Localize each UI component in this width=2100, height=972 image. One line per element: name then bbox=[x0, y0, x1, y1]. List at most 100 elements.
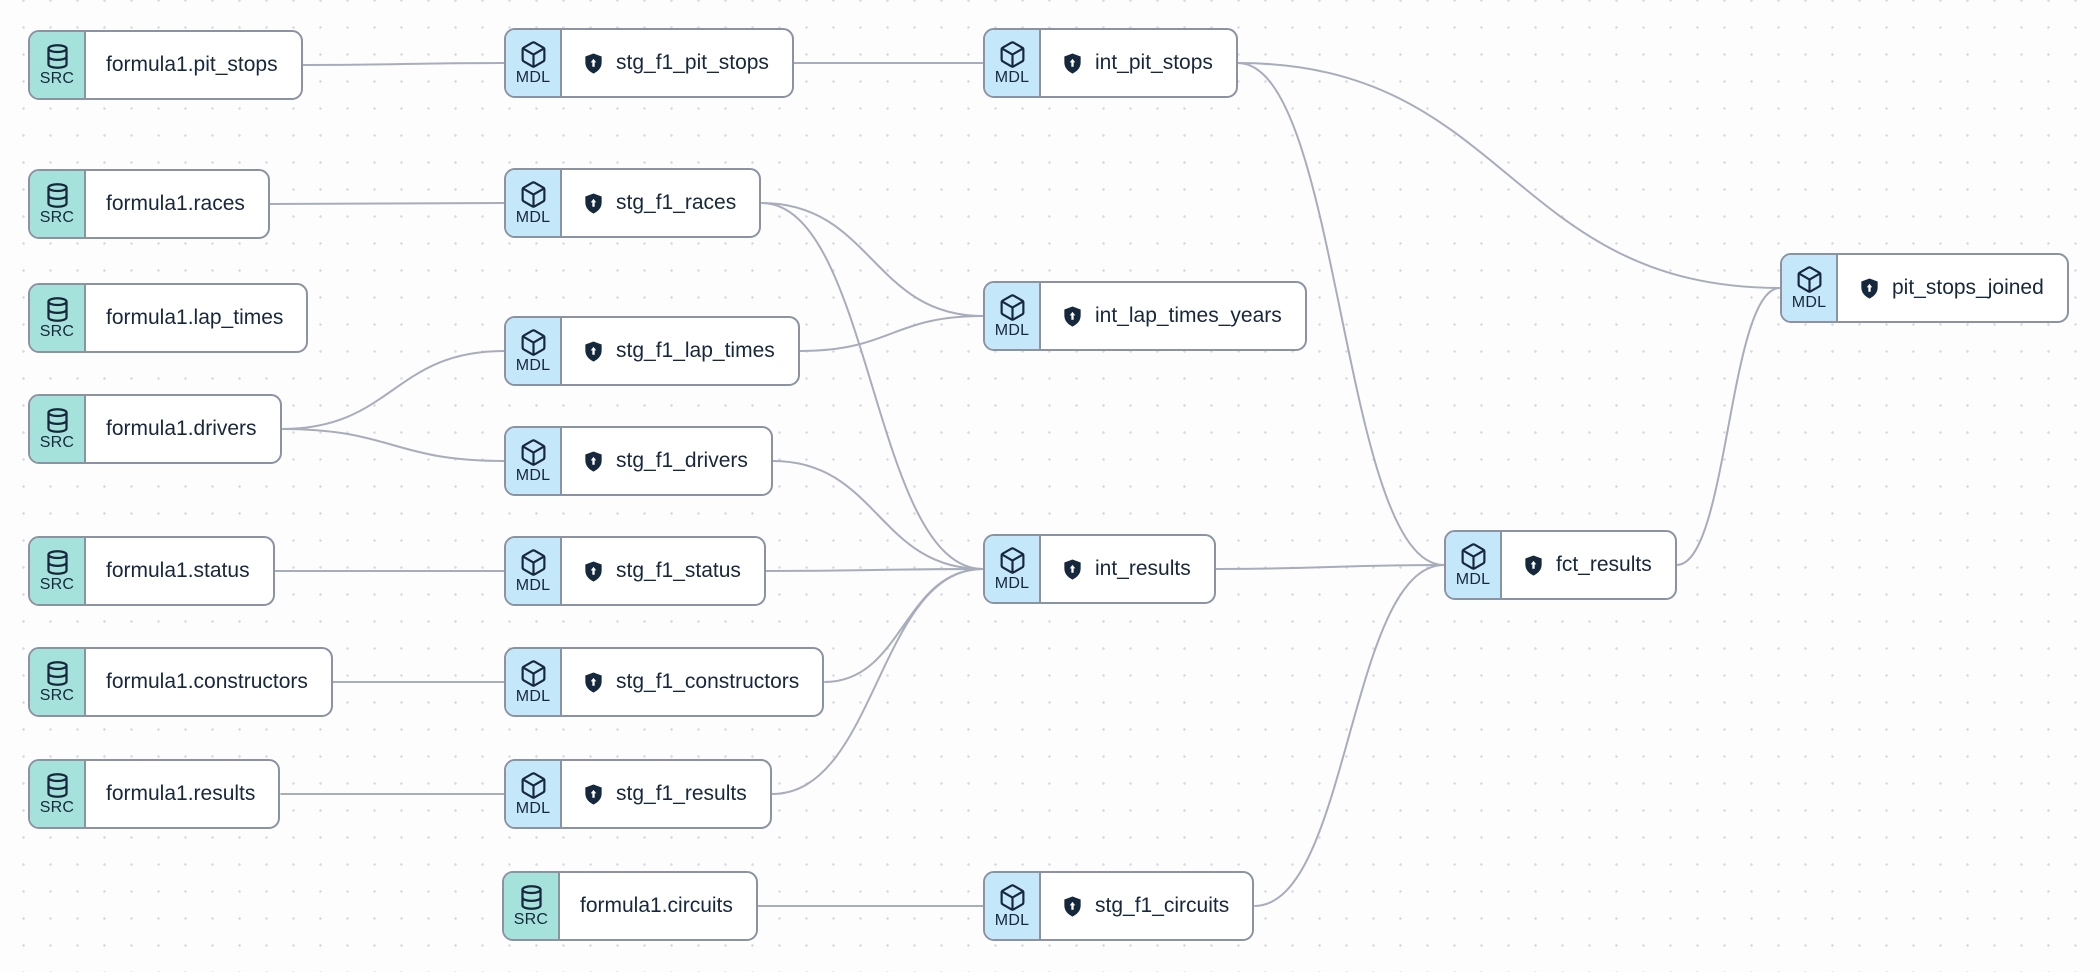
cube-icon bbox=[519, 659, 548, 688]
database-icon bbox=[44, 296, 71, 323]
node-body: formula1.results bbox=[86, 761, 278, 827]
node-label: formula1.constructors bbox=[106, 670, 308, 693]
node-src-constructors[interactable]: SRC formula1.constructors bbox=[28, 647, 333, 717]
node-type-label: MDL bbox=[515, 687, 551, 705]
edge-stg-f1-races-to-int-lap-times-years bbox=[761, 202, 984, 317]
node-type-label: MDL bbox=[515, 799, 551, 817]
node-stg-f1-circuits[interactable]: MDL stg_f1_circuits bbox=[983, 871, 1255, 941]
node-body: stg_f1_status bbox=[562, 538, 764, 604]
shield-icon bbox=[1061, 305, 1084, 328]
node-label: stg_f1_drivers bbox=[616, 449, 748, 472]
node-label: stg_f1_results bbox=[616, 782, 747, 805]
cube-icon bbox=[519, 438, 548, 467]
model-type-badge: MDL bbox=[985, 873, 1041, 939]
edge-stg-f1-drivers-to-int-results bbox=[772, 460, 984, 570]
node-body: formula1.drivers bbox=[86, 396, 280, 462]
node-label: formula1.lap_times bbox=[106, 306, 284, 329]
node-label: stg_f1_lap_times bbox=[616, 339, 775, 362]
cube-icon bbox=[998, 40, 1027, 69]
node-label: formula1.status bbox=[106, 559, 250, 582]
node-type-label: SRC bbox=[39, 322, 75, 340]
node-body: stg_f1_races bbox=[562, 170, 759, 236]
source-type-badge: SRC bbox=[504, 873, 560, 939]
node-stg-f1-results[interactable]: MDL stg_f1_results bbox=[504, 759, 772, 829]
node-type-label: MDL bbox=[515, 576, 551, 594]
model-type-badge: MDL bbox=[985, 536, 1041, 602]
source-type-badge: SRC bbox=[30, 285, 86, 351]
shield-icon bbox=[582, 450, 605, 473]
node-label: int_results bbox=[1095, 557, 1191, 580]
node-src-lap-times[interactable]: SRC formula1.lap_times bbox=[28, 283, 309, 353]
edge-stg-f1-status-to-int-results bbox=[765, 568, 984, 572]
node-stg-f1-constructors[interactable]: MDL stg_f1_constructors bbox=[504, 647, 825, 717]
edge-src-races-to-stg-f1-races bbox=[269, 202, 505, 205]
edge-int-pit-stops-to-pit-stops-joined bbox=[1237, 62, 1781, 289]
database-icon bbox=[44, 407, 71, 434]
cube-icon bbox=[519, 40, 548, 69]
node-int-results[interactable]: MDL int_results bbox=[983, 534, 1216, 604]
node-type-label: MDL bbox=[994, 68, 1030, 86]
shield-icon bbox=[1522, 554, 1545, 577]
cube-icon bbox=[998, 546, 1027, 575]
node-int-pit-stops[interactable]: MDL int_pit_stops bbox=[983, 28, 1238, 98]
node-src-status[interactable]: SRC formula1.status bbox=[28, 536, 275, 606]
edge-src-pit-stops-to-stg-f1-pit-stops bbox=[302, 62, 505, 66]
node-body: formula1.constructors bbox=[86, 649, 331, 715]
node-label: fct_results bbox=[1556, 553, 1652, 576]
node-label: int_pit_stops bbox=[1095, 51, 1213, 74]
cube-icon bbox=[1795, 265, 1824, 294]
node-label: stg_f1_circuits bbox=[1095, 894, 1230, 917]
node-label: int_lap_times_years bbox=[1095, 304, 1282, 327]
shield-icon bbox=[582, 192, 605, 215]
model-type-badge: MDL bbox=[506, 428, 562, 494]
database-icon bbox=[44, 43, 71, 70]
database-icon bbox=[44, 772, 71, 799]
cube-icon bbox=[1459, 542, 1488, 571]
node-stg-f1-status[interactable]: MDL stg_f1_status bbox=[504, 536, 766, 606]
node-body: stg_f1_constructors bbox=[562, 649, 822, 715]
model-type-badge: MDL bbox=[985, 283, 1041, 349]
node-fct-results[interactable]: MDL fct_results bbox=[1444, 530, 1677, 600]
cube-icon bbox=[519, 548, 548, 577]
model-type-badge: MDL bbox=[506, 538, 562, 604]
node-stg-f1-drivers[interactable]: MDL stg_f1_drivers bbox=[504, 426, 773, 496]
node-body: stg_f1_results bbox=[562, 761, 770, 827]
edge-stg-f1-races-to-int-results bbox=[761, 202, 984, 570]
shield-icon bbox=[582, 52, 605, 75]
cube-icon bbox=[998, 883, 1027, 912]
model-type-badge: MDL bbox=[985, 30, 1041, 96]
node-type-label: SRC bbox=[39, 575, 75, 593]
edge-src-drivers-to-stg-f1-drivers bbox=[281, 428, 505, 462]
edge-stg-f1-circuits-to-fct-results bbox=[1254, 564, 1445, 907]
edge-stg-f1-lap-times-to-int-lap-times-years bbox=[799, 315, 984, 352]
node-label: formula1.pit_stops bbox=[106, 53, 278, 76]
source-type-badge: SRC bbox=[30, 171, 86, 237]
node-src-drivers[interactable]: SRC formula1.drivers bbox=[28, 394, 282, 464]
shield-icon bbox=[1858, 277, 1881, 300]
node-type-label: SRC bbox=[39, 433, 75, 451]
node-type-label: MDL bbox=[1455, 570, 1491, 588]
node-body: formula1.lap_times bbox=[86, 285, 306, 351]
node-src-circuits[interactable]: SRC formula1.circuits bbox=[502, 871, 758, 941]
node-type-label: MDL bbox=[994, 574, 1030, 592]
node-label: formula1.circuits bbox=[580, 894, 733, 917]
node-label: formula1.results bbox=[106, 782, 256, 805]
node-label: stg_f1_pit_stops bbox=[616, 51, 769, 74]
node-type-label: MDL bbox=[1791, 293, 1827, 311]
node-int-lap-times-years[interactable]: MDL int_lap_times_years bbox=[983, 281, 1307, 351]
node-type-label: SRC bbox=[39, 686, 75, 704]
node-label: stg_f1_status bbox=[616, 559, 741, 582]
node-body: stg_f1_circuits bbox=[1041, 873, 1252, 939]
shield-icon bbox=[1061, 52, 1084, 75]
node-type-label: SRC bbox=[39, 208, 75, 226]
database-icon bbox=[44, 182, 71, 209]
